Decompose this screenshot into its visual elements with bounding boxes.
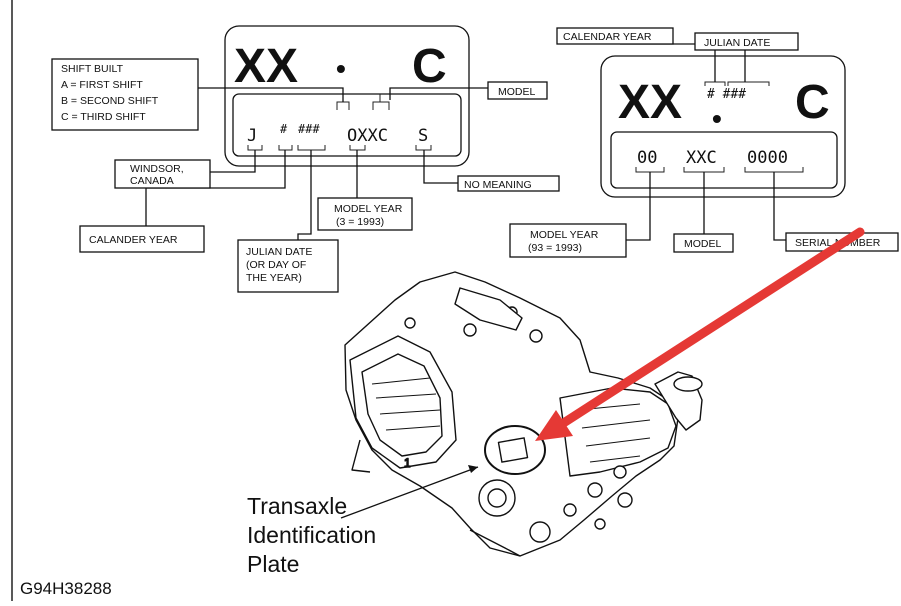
svg-text:1: 1 (404, 456, 411, 470)
julian-date-right-box: JULIAN DATE (694, 32, 799, 51)
left-leader-lines (145, 87, 488, 240)
julian-date-left-line-1: JULIAN DATE (246, 246, 312, 258)
model-right-label: MODEL (684, 238, 722, 250)
calander-year-label: CALANDER YEAR (89, 234, 178, 246)
windsor-box: WINDSOR, CANADA (114, 159, 211, 189)
left-julian-code: ### (297, 122, 320, 136)
callout-line-3: Plate (247, 551, 299, 577)
calendar-year-right-label: CALENDAR YEAR (563, 31, 652, 43)
model-year-right-box: MODEL YEAR (93 = 1993) (509, 223, 627, 258)
julian-date-left-line-3: THE YEAR) (246, 272, 302, 284)
model-year-left-line-1: MODEL YEAR (334, 203, 403, 215)
julian-date-left-line-2: (OR DAY OF (246, 259, 306, 271)
windsor-line-1: WINDSOR, (130, 163, 184, 175)
callout-leader-line (340, 466, 479, 519)
right-plate-suffix: C (795, 76, 830, 129)
left-plate-suffix: C (412, 40, 447, 93)
shift-built-line-3: B = SECOND SHIFT (61, 95, 159, 107)
model-year-right-line-1: MODEL YEAR (530, 229, 599, 241)
red-pointer-arrow (535, 227, 865, 441)
callout-line-2: Identification (247, 522, 376, 548)
left-model-code: OXXC (347, 126, 388, 146)
right-plate-inner (610, 131, 838, 189)
shift-built-box: SHIFT BUILT A = FIRST SHIFT B = SECOND S… (51, 58, 199, 131)
right-plate-dot: • (712, 103, 722, 134)
figure-id: G94H38288 (20, 579, 112, 598)
right-id-plate: XX • # ### C 00 XXC 0000 (600, 55, 846, 198)
model-year-right-line-2: (93 = 1993) (528, 242, 582, 254)
right-serial-code: 0000 (747, 148, 788, 168)
model-year-left-line-2: (3 = 1993) (336, 216, 384, 228)
callout-line-1: Transaxle (247, 493, 347, 519)
windsor-line-2: CANADA (130, 175, 174, 187)
left-year-digit: # (279, 122, 288, 136)
model-left-label: MODEL (498, 86, 536, 98)
shift-built-line-4: C = THIRD SHIFT (61, 111, 146, 123)
model-year-left-box: MODEL YEAR (3 = 1993) (317, 197, 413, 231)
left-plant-code: J (247, 126, 257, 146)
no-meaning-label: NO MEANING (464, 179, 532, 191)
calendar-year-right-box: CALENDAR YEAR (556, 27, 674, 45)
calander-year-box: CALANDER YEAR (79, 225, 205, 253)
julian-date-right-label: JULIAN DATE (704, 37, 770, 49)
model-right-box: MODEL (673, 233, 734, 253)
shift-built-line-1: SHIFT BUILT (61, 63, 124, 75)
right-model-year-code: 00 (637, 148, 657, 168)
right-plate-prefix: XX (618, 76, 682, 129)
julian-date-left-box: JULIAN DATE (OR DAY OF THE YEAR) (237, 239, 339, 293)
left-plate-prefix: XX (234, 40, 298, 93)
shift-built-line-2: A = FIRST SHIFT (61, 79, 143, 91)
right-model-code: XXC (686, 148, 717, 168)
transaxle-illustration: 1 (344, 271, 703, 557)
left-plate-dot: • (336, 53, 346, 84)
model-left-box: MODEL (487, 81, 548, 100)
no-meaning-box: NO MEANING (457, 175, 560, 192)
right-plate-date-code: # ### (706, 87, 746, 102)
callout-leader-arrowhead (468, 465, 478, 473)
left-plate-inner (232, 93, 462, 157)
left-meaningless-code: S (418, 126, 428, 146)
left-id-plate: XX • C J # ### OXXC S (224, 25, 470, 167)
